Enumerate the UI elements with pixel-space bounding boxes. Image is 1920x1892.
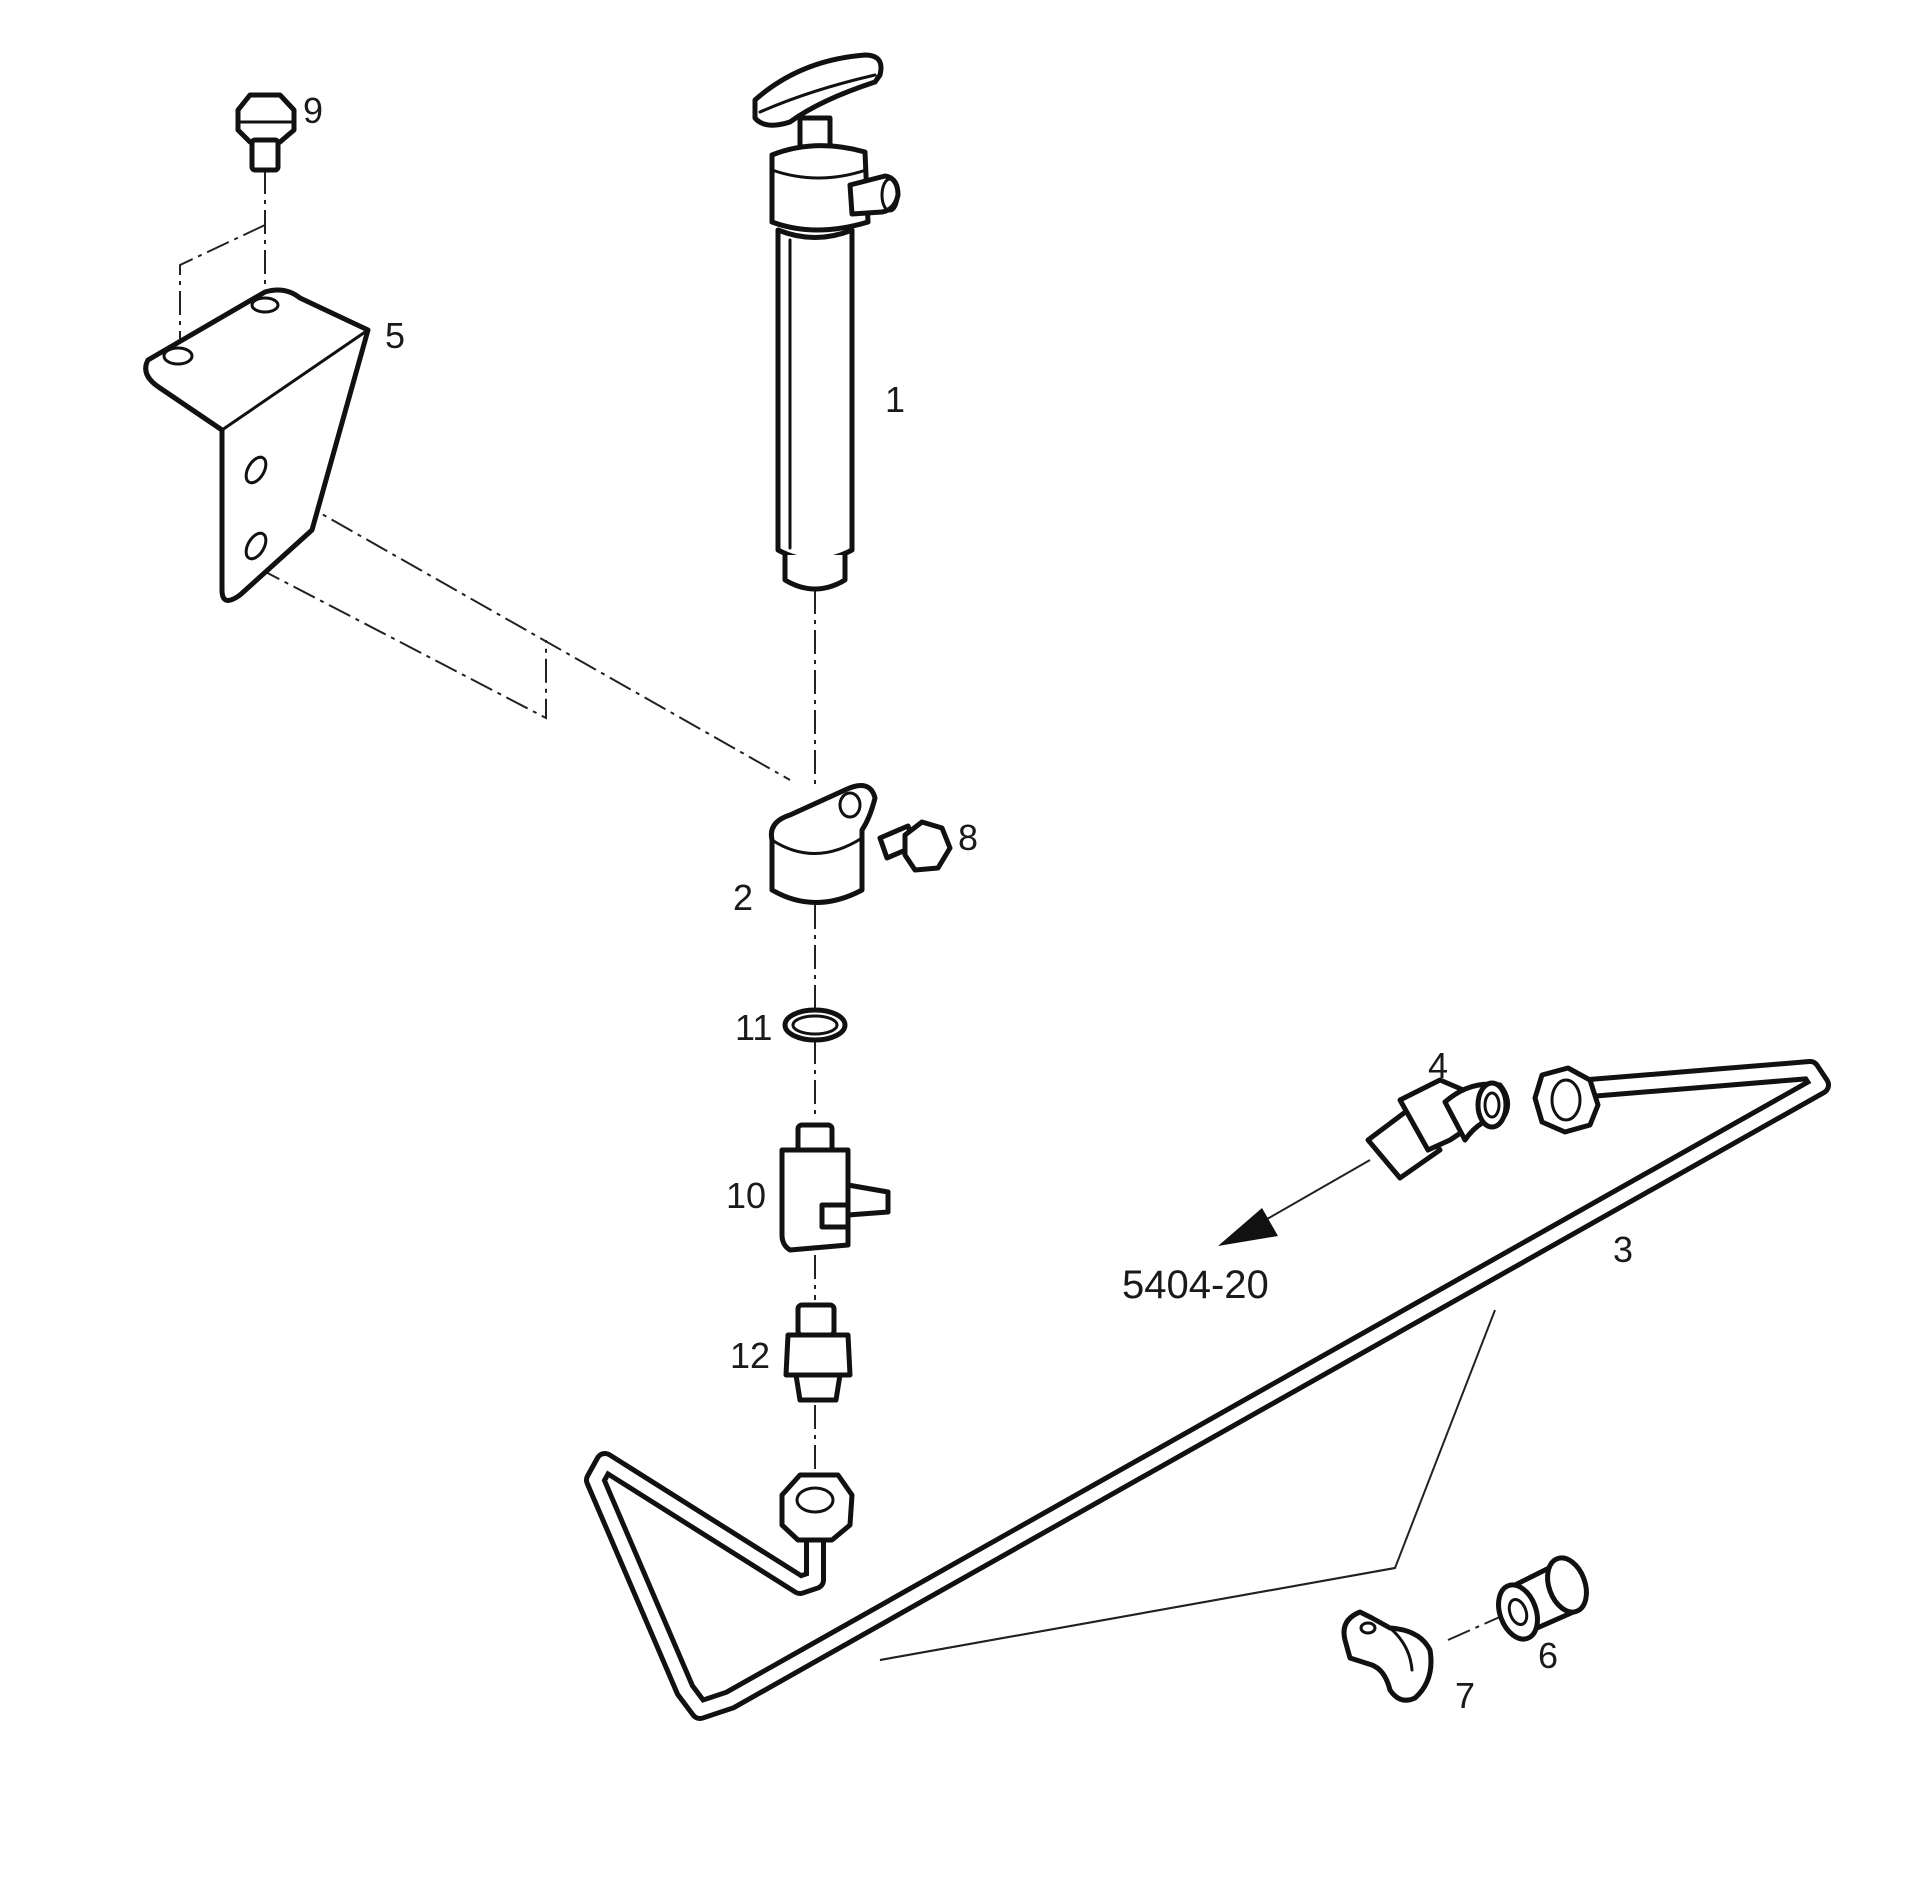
reference-arrow [1218,1159,1371,1246]
bolt-part-9 [235,92,297,173]
callout-9: 9 [303,90,323,131]
callout-1: 1 [885,379,905,420]
callout-labels: 1 2 3 4 5 6 7 8 9 10 11 12 5404-20 [303,90,1633,1716]
tube-clamp [1341,1609,1434,1703]
elbow-fitting [1365,1077,1511,1181]
callout-12: 12 [730,1335,770,1376]
callout-3: 3 [1613,1229,1633,1270]
callout-6: 6 [1538,1635,1558,1676]
adapter-fitting [779,1122,891,1253]
mounting-bracket [143,287,371,603]
spacer-grommet [1496,1555,1589,1642]
reference-code: 5404-20 [1122,1263,1269,1307]
hand-pump [752,52,901,592]
bolt-part-8 [877,819,953,873]
callout-4: 4 [1428,1045,1448,1086]
callout-10: 10 [726,1175,766,1216]
callout-5: 5 [385,315,405,356]
pump-clamp [768,783,878,905]
callout-7: 7 [1455,1675,1475,1716]
callout-2: 2 [733,877,753,918]
nipple-fitting [783,1302,853,1403]
o-ring [782,1007,848,1043]
callout-11: 11 [735,1007,772,1048]
leader-lines [879,1309,1496,1661]
assembly-lines [179,170,1521,1641]
callout-8: 8 [958,817,978,858]
drain-tube [584,1059,1831,1721]
